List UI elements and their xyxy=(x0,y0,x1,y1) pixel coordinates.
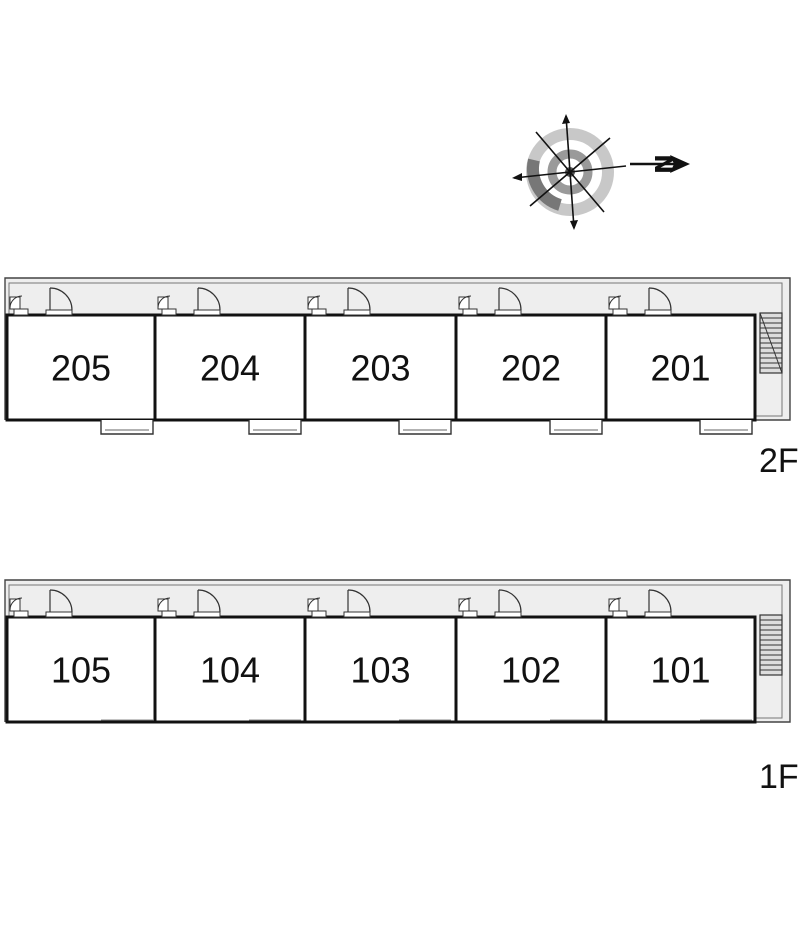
door-threshold xyxy=(193,309,221,316)
unit-number: 203 xyxy=(350,348,410,389)
unit-wall xyxy=(604,615,757,724)
door-threshold xyxy=(193,611,221,618)
door-threshold xyxy=(644,309,672,316)
balcony xyxy=(100,420,154,435)
unit-101: 101 xyxy=(604,589,757,724)
unit-number: 103 xyxy=(350,650,410,691)
door-threshold xyxy=(644,611,672,618)
meter-base xyxy=(311,308,327,316)
unit-wall xyxy=(153,615,307,724)
unit-number: 101 xyxy=(650,650,710,691)
door-swing xyxy=(347,287,371,311)
meter-arc xyxy=(458,295,472,309)
unit-number: 202 xyxy=(501,348,561,389)
meter-arc xyxy=(307,597,321,611)
meter-base xyxy=(311,610,327,618)
door-swing xyxy=(197,589,221,613)
meter-base xyxy=(161,308,177,316)
compass-north-letter: N xyxy=(649,154,677,174)
meter-base xyxy=(13,610,29,618)
balcony xyxy=(248,420,302,435)
unit-number: 205 xyxy=(51,348,111,389)
meter-arc xyxy=(9,295,23,309)
unit-201: 201 xyxy=(604,287,757,435)
floor-label: 2F xyxy=(759,442,799,480)
unit-205: 205 xyxy=(5,287,157,435)
meter-arc xyxy=(458,597,472,611)
meter-base xyxy=(161,610,177,618)
door-threshold xyxy=(494,309,522,316)
unit-102: 102 xyxy=(454,589,608,724)
door-swing xyxy=(197,287,221,311)
floor-2f: 205 204 203 202 201 2F xyxy=(4,277,799,480)
door-threshold xyxy=(45,611,73,618)
unit-wall xyxy=(303,615,458,724)
unit-105: 105 xyxy=(5,589,157,724)
balcony xyxy=(549,420,603,435)
unit-number: 201 xyxy=(650,348,710,389)
door-threshold xyxy=(494,611,522,618)
corridor-inner-line xyxy=(8,584,783,719)
compass-rose-icon xyxy=(512,114,690,230)
unit-204: 204 xyxy=(153,287,307,435)
unit-number: 102 xyxy=(501,650,561,691)
stair-diagonal xyxy=(759,312,783,374)
unit-wall xyxy=(454,615,608,724)
meter-base xyxy=(612,308,628,316)
meter-arc xyxy=(608,295,622,309)
unit-103: 103 xyxy=(303,589,458,724)
unit-wall xyxy=(604,313,757,422)
meter-arc xyxy=(9,597,23,611)
corridor-inner-line xyxy=(8,282,783,417)
door-swing xyxy=(498,589,522,613)
floor-label: 1F xyxy=(759,758,799,796)
meter-arc xyxy=(157,597,171,611)
meter-base xyxy=(462,610,478,618)
door-threshold xyxy=(343,611,371,618)
meter-base xyxy=(612,610,628,618)
door-swing xyxy=(648,287,672,311)
unit-104: 104 xyxy=(153,589,307,724)
door-swing xyxy=(498,287,522,311)
unit-number: 204 xyxy=(200,348,260,389)
door-swing xyxy=(648,589,672,613)
door-swing xyxy=(347,589,371,613)
door-swing xyxy=(49,287,73,311)
balcony xyxy=(398,420,452,435)
unit-wall xyxy=(153,313,307,422)
meter-arc xyxy=(608,597,622,611)
unit-number: 104 xyxy=(200,650,260,691)
door-threshold xyxy=(343,309,371,316)
unit-wall xyxy=(5,615,157,724)
door-swing xyxy=(49,589,73,613)
meter-base xyxy=(13,308,29,316)
meter-arc xyxy=(307,295,321,309)
balcony xyxy=(699,420,753,435)
meter-base xyxy=(462,308,478,316)
floor-1f: 105 104 103 102 101 1F xyxy=(4,579,799,796)
meter-arc xyxy=(157,295,171,309)
unit-202: 202 xyxy=(454,287,608,435)
unit-number: 105 xyxy=(51,650,111,691)
door-threshold xyxy=(45,309,73,316)
